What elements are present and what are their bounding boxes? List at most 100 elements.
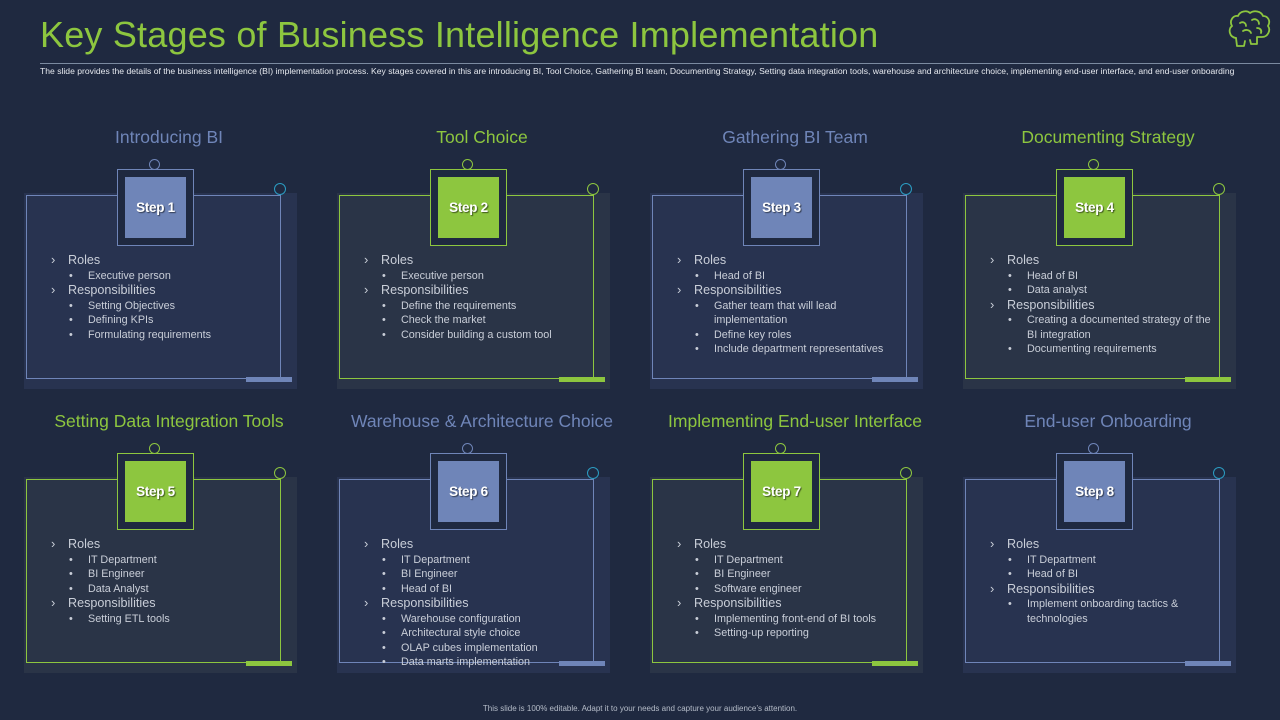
step-badge: Step 4 xyxy=(1064,177,1125,238)
list-item: OLAP cubes implementation xyxy=(361,641,611,656)
list-item: Setting-up reporting xyxy=(674,626,924,641)
list-item: Setting ETL tools xyxy=(48,612,298,627)
corner-accent xyxy=(559,377,605,382)
corner-accent xyxy=(872,661,918,666)
list-item: Data Analyst xyxy=(48,582,298,597)
section-heading: Roles xyxy=(361,252,611,269)
section-heading: Responsibilities xyxy=(987,581,1237,598)
stage-details: RolesIT DepartmentHead of BIResponsibili… xyxy=(987,536,1237,626)
stage-details: RolesHead of BIData analystResponsibilit… xyxy=(987,252,1237,357)
connector-dot xyxy=(1213,467,1225,479)
list-item: Documenting requirements xyxy=(987,342,1237,357)
section-heading: Responsibilities xyxy=(987,297,1237,314)
list-item: Setting Objectives xyxy=(48,299,298,314)
list-item: IT Department xyxy=(987,553,1237,568)
stage-details: RolesExecutive personResponsibilitiesSet… xyxy=(48,252,298,343)
section-heading: Responsibilities xyxy=(361,282,611,299)
stage-heading: Introducing BI xyxy=(115,127,223,147)
corner-accent xyxy=(872,377,918,382)
stage-heading: Gathering BI Team xyxy=(722,127,868,147)
list-item: Defining KPIs xyxy=(48,313,298,328)
list-item: Architectural style choice xyxy=(361,626,611,641)
list-item: IT Department xyxy=(48,553,298,568)
list-item: Creating a documented strategy of the BI… xyxy=(987,313,1237,342)
list-item: Executive person xyxy=(361,269,611,284)
section-heading: Roles xyxy=(987,536,1237,553)
section-heading: Roles xyxy=(674,536,924,553)
stage-details: RolesIT DepartmentBI EngineerSoftware en… xyxy=(674,536,924,641)
stage-details: RolesIT DepartmentBI EngineerData Analys… xyxy=(48,536,298,627)
step-badge: Step 6 xyxy=(438,461,499,522)
list-item: Head of BI xyxy=(361,582,611,597)
stage-heading: Setting Data Integration Tools xyxy=(54,411,284,431)
brain-icon xyxy=(1228,10,1271,47)
list-item: Implementing front-end of BI tools xyxy=(674,612,924,627)
stage-details: RolesHead of BIResponsibilitiesGather te… xyxy=(674,252,924,357)
section-heading: Responsibilities xyxy=(674,282,924,299)
corner-accent xyxy=(246,377,292,382)
stage-details: RolesExecutive personResponsibilitiesDef… xyxy=(361,252,611,343)
section-heading: Responsibilities xyxy=(674,595,924,612)
section-heading: Responsibilities xyxy=(48,595,298,612)
list-item: IT Department xyxy=(361,553,611,568)
step-badge: Step 3 xyxy=(751,177,812,238)
stage-card-1: Introducing BI Step 1 RolesExecutive perso… xyxy=(24,127,314,397)
section-heading: Roles xyxy=(361,536,611,553)
list-item: BI Engineer xyxy=(48,567,298,582)
list-item: BI Engineer xyxy=(674,567,924,582)
slide-subtitle: The slide provides the details of the bu… xyxy=(40,66,1235,76)
stage-details: RolesIT DepartmentBI EngineerHead of BIR… xyxy=(361,536,611,670)
list-item: Head of BI xyxy=(987,567,1237,582)
slide-title: Key Stages of Business Intelligence Impl… xyxy=(40,14,879,55)
connector-dot xyxy=(274,467,286,479)
stage-heading: Tool Choice xyxy=(436,127,528,147)
connector-dot xyxy=(900,183,912,195)
list-item: Head of BI xyxy=(674,269,924,284)
list-item: BI Engineer xyxy=(361,567,611,582)
corner-accent xyxy=(1185,661,1231,666)
list-item: Warehouse configuration xyxy=(361,612,611,627)
connector-dot xyxy=(1213,183,1225,195)
stage-heading: Warehouse & Architecture Choice xyxy=(351,411,613,431)
list-item: Software engineer xyxy=(674,582,924,597)
list-item: IT Department xyxy=(674,553,924,568)
slide-footer: This slide is 100% editable. Adapt it to… xyxy=(482,704,798,713)
list-item: Check the market xyxy=(361,313,611,328)
list-item: Data analyst xyxy=(987,283,1237,298)
section-heading: Responsibilities xyxy=(361,595,611,612)
list-item: Gather team that will lead implementatio… xyxy=(674,299,924,328)
stage-heading: Implementing End-user Interface xyxy=(668,411,922,431)
section-heading: Responsibilities xyxy=(48,282,298,299)
corner-accent xyxy=(246,661,292,666)
section-heading: Roles xyxy=(48,536,298,553)
connector-dot xyxy=(274,183,286,195)
connector-dot xyxy=(587,467,599,479)
step-badge: Step 2 xyxy=(438,177,499,238)
connector-dot xyxy=(900,467,912,479)
stage-heading: End-user Onboarding xyxy=(1024,411,1192,431)
list-item: Include department representatives xyxy=(674,342,924,357)
stage-heading: Documenting Strategy xyxy=(1021,127,1195,147)
connector-dot xyxy=(587,183,599,195)
list-item: Data marts implementation xyxy=(361,655,611,670)
list-item: Head of BI xyxy=(987,269,1237,284)
section-heading: Roles xyxy=(674,252,924,269)
list-item: Implement onboarding tactics & technolog… xyxy=(987,597,1237,626)
step-badge: Step 1 xyxy=(125,177,186,238)
list-item: Consider building a custom tool xyxy=(361,328,611,343)
step-badge: Step 7 xyxy=(751,461,812,522)
list-item: Define the requirements xyxy=(361,299,611,314)
list-item: Define key roles xyxy=(674,328,924,343)
section-heading: Roles xyxy=(48,252,298,269)
section-heading: Roles xyxy=(987,252,1237,269)
title-divider xyxy=(40,63,1280,64)
list-item: Executive person xyxy=(48,269,298,284)
list-item: Formulating requirements xyxy=(48,328,298,343)
corner-accent xyxy=(1185,377,1231,382)
